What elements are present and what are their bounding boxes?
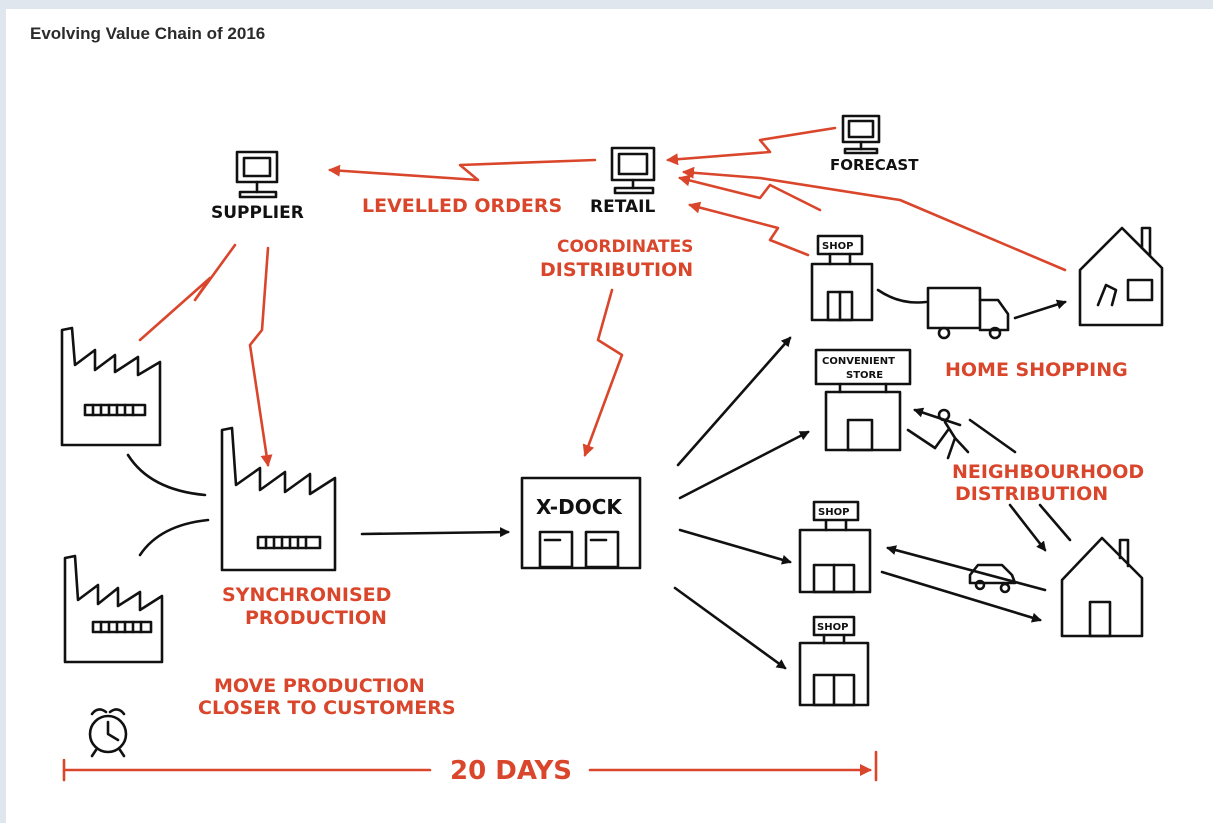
home-to-retail-arrow (682, 166, 1067, 272)
supplier-computer-icon (235, 150, 279, 199)
shop-middle (798, 500, 872, 594)
xdock-label: X-DOCK (536, 495, 623, 519)
synchronised-label-2: PRODUCTION (245, 607, 387, 629)
house-icon (1060, 536, 1144, 638)
neighbourhood-to-house-arrow (1008, 503, 1047, 552)
supplier-label: SUPPLIER (211, 203, 304, 223)
production-to-xdock-arrow (360, 527, 510, 538)
factory-top-icon (60, 326, 162, 447)
shop-to-house-arrow (880, 570, 1042, 623)
home-shopping-label: HOME SHOPPING (945, 359, 1128, 381)
shop-top (810, 234, 874, 322)
factory-bottom-icon (63, 554, 164, 664)
forecast-arrow (666, 126, 837, 166)
neighbourhood-label-1: NEIGHBOURHOOD (952, 461, 1144, 483)
truck-to-home-arrow (1013, 299, 1067, 320)
shop-top-sign: SHOP (822, 241, 853, 252)
shop-middle-sign: SHOP (818, 507, 849, 518)
neighbourhood-line (1038, 503, 1072, 542)
synchronised-label-1: SYNCHRONISED (222, 584, 391, 606)
shop-to-retail-arrow (688, 201, 810, 257)
coordinates-label-2: DISTRIBUTION (540, 259, 693, 281)
levelled-orders-label: LEVELLED ORDERS (362, 195, 562, 217)
coordinates-distribution-arrow (582, 288, 624, 457)
convenient-sign-2: STORE (846, 370, 883, 381)
store-walk-line (906, 428, 937, 450)
xdock-building (520, 476, 642, 570)
neighbourhood-label-2: DISTRIBUTION (955, 483, 1108, 505)
walk-to-store-arrow (913, 407, 962, 427)
xdock-to-shop-mid-arrow (678, 528, 792, 565)
alarm-clock-icon (88, 708, 128, 758)
move-production-label-1: MOVE PRODUCTION (214, 675, 425, 697)
move-production-label-2: CLOSER TO CUSTOMERS (198, 697, 456, 719)
coordinates-label-1: COORDINATES (557, 237, 693, 257)
walk-line-2 (968, 418, 1017, 454)
xdock-to-shop-bottom-arrow (673, 586, 787, 670)
forecast-computer-icon (841, 114, 881, 155)
car-icon (968, 563, 1017, 594)
retail-label: RETAIL (590, 197, 655, 217)
shop-to-retail-arrow-top (678, 174, 822, 212)
convenient-store (814, 348, 912, 452)
factory-top-link (126, 453, 207, 497)
house-to-shop-arrow (886, 545, 1047, 592)
shop-bottom-sign: SHOP (817, 622, 848, 633)
shop-bottom (798, 615, 870, 707)
delivery-truck-icon (876, 286, 1010, 340)
factory-bottom-link (138, 518, 210, 557)
supplier-to-production-arrow (248, 246, 273, 467)
diagram-card (6, 9, 1213, 823)
home-shopping-house-icon (1078, 226, 1164, 327)
convenient-sign-1: CONVENIENT (822, 356, 895, 367)
levelled-orders-arrow (328, 158, 597, 182)
twenty-days-label: 20 DAYS (450, 756, 572, 786)
xdock-to-convenient-arrow (678, 430, 810, 500)
page-title: Evolving Value Chain of 2016 (30, 24, 266, 43)
retail-computer-icon (610, 146, 656, 195)
forecast-label: FORECAST (830, 156, 919, 174)
supplier-to-factory-line (138, 243, 237, 342)
factory-synchronised-icon (220, 426, 337, 572)
xdock-to-shop-top-arrow (676, 336, 792, 467)
